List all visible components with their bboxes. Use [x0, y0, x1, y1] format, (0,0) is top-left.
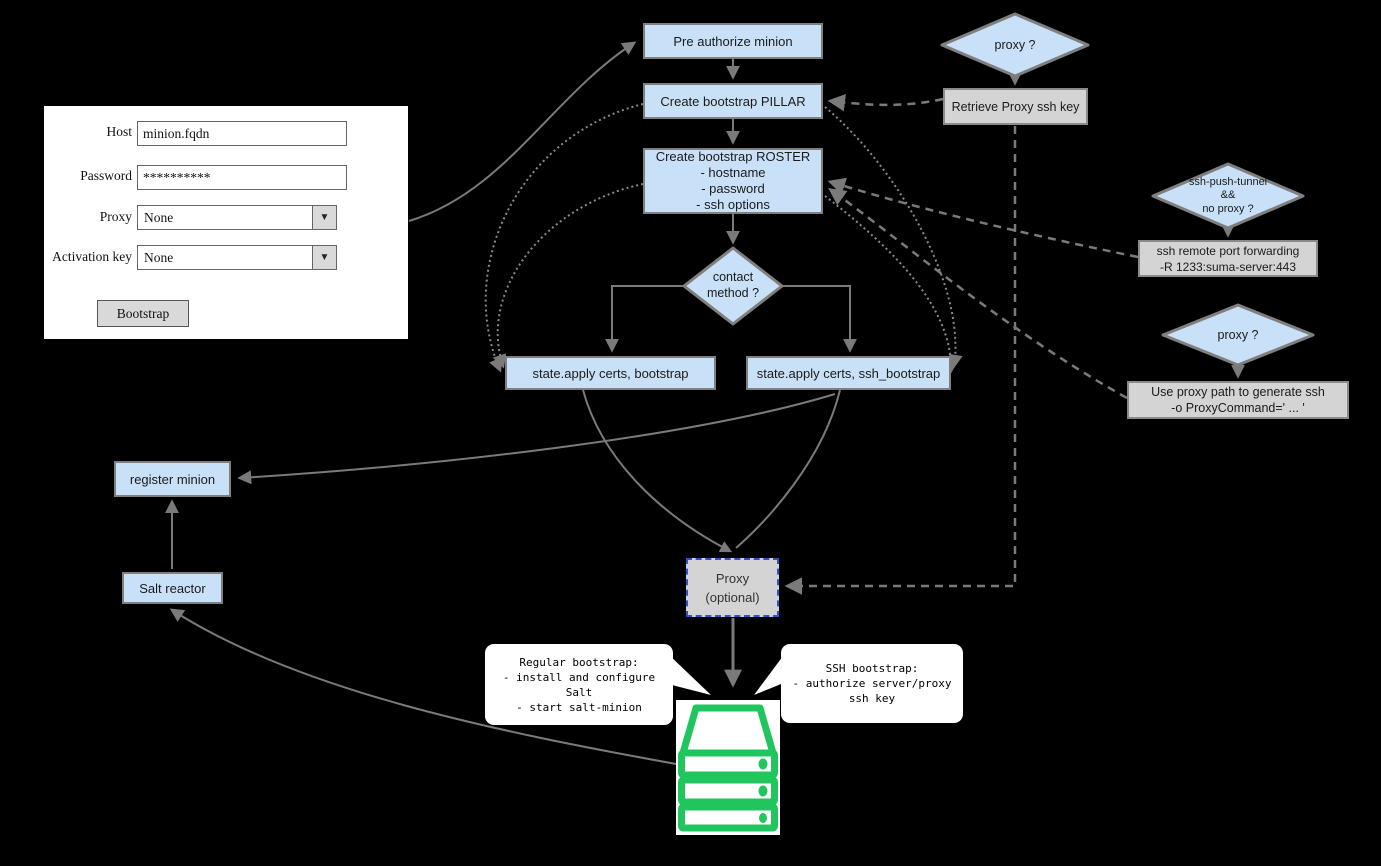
- host-label: Host: [106, 124, 132, 139]
- box-use-proxy-path: Use proxy path to generate ssh -o ProxyC…: [1127, 381, 1349, 419]
- decision-contact-method-label: contact method ?: [684, 252, 782, 318]
- proxy-label: Proxy: [99, 209, 132, 224]
- connector-state-bootstrap-to-proxy: [582, 389, 733, 553]
- server-led: [759, 813, 767, 823]
- decision-ssh-push-tunnel-label: ssh-push-tunnel && no proxy ?: [1150, 168, 1306, 224]
- node-create-bootstrap-pillar: Create bootstrap PILLAR: [643, 83, 823, 119]
- connector-state-ssh-to-proxy: [735, 389, 841, 549]
- contact-line: contact: [712, 270, 754, 284]
- connector-contact-to-state-ssh: [782, 285, 857, 353]
- decision-contact-method-shape: [682, 246, 784, 326]
- decision-proxy-top-label: proxy ?: [994, 38, 1036, 52]
- box-retrieve-proxy-ssh-key: Retrieve Proxy ssh key: [943, 88, 1088, 125]
- bubble-line: SSH bootstrap:: [825, 662, 919, 675]
- proxy-optional-line: Proxy: [715, 570, 750, 586]
- host-input[interactable]: [137, 121, 347, 146]
- connector-retrieve-to-pillar-dashed: [827, 93, 944, 112]
- connector-roster-to-state-ssh-dotted: [824, 195, 959, 374]
- minion-server: [676, 700, 780, 835]
- box-ssh-remote-port-forwarding: ssh remote port forwarding -R 1233:suma-…: [1138, 240, 1318, 277]
- bubble-line: Regular bootstrap:: [519, 655, 639, 669]
- use-proxy-line: Use proxy path to generate ssh: [1151, 385, 1325, 399]
- activation-key-select-value: None: [144, 249, 174, 265]
- connector-portforward-to-roster-dashed: [827, 177, 1139, 259]
- server-slot: [678, 749, 778, 779]
- node-register-minion: register minion: [114, 461, 231, 497]
- bubble-line: ssh key: [848, 692, 896, 705]
- bubble-line: - install and configure: [502, 670, 656, 684]
- use-proxy-line: -o ProxyCommand=' ... ': [1171, 401, 1305, 415]
- dropdown-arrow-icon[interactable]: ▼: [312, 246, 336, 269]
- roster-item: - hostname: [700, 165, 766, 180]
- connector-pillar-to-state-bootstrap-dotted: [484, 103, 644, 373]
- connector-server-to-reactor: [169, 608, 677, 765]
- server-led: [758, 785, 768, 797]
- password-label: Password: [80, 168, 132, 183]
- activation-key-label: Activation key: [52, 249, 132, 264]
- ssh-bubble-tail: [754, 652, 786, 695]
- dropdown-arrow-icon[interactable]: ▼: [312, 206, 336, 229]
- node-create-bootstrap-roster: Create bootstrap ROSTER - hostname - pas…: [643, 148, 823, 214]
- decision-proxy-right-shape: [1161, 303, 1315, 367]
- regular-bootstrap-bubble: Regular bootstrap: - install and configu…: [485, 644, 673, 725]
- server-icon: [678, 704, 778, 832]
- roster-item: - password: [701, 181, 765, 196]
- port-forwarding-line: ssh remote port forwarding: [1156, 243, 1300, 258]
- contact-line: method ?: [706, 286, 760, 300]
- server-led: [758, 758, 768, 770]
- bubble-line: - authorize server/proxy: [792, 677, 952, 690]
- connector-useproxy-to-roster-dashed: [828, 187, 1128, 400]
- activation-key-select[interactable]: None ▼: [137, 245, 337, 270]
- proxy-select[interactable]: None ▼: [137, 205, 337, 230]
- password-input[interactable]: [137, 165, 347, 190]
- bootstrap-button[interactable]: Bootstrap: [97, 300, 189, 327]
- decision-proxy-top-shape: [940, 12, 1090, 78]
- decision-proxy-right-label: proxy ?: [1217, 328, 1259, 342]
- node-salt-reactor: Salt reactor: [122, 572, 223, 604]
- box-proxy-optional: Proxy (optional): [686, 558, 779, 617]
- connector-form-to-preauthorize: [408, 41, 637, 222]
- server-slot: [678, 803, 778, 832]
- proxy-select-value: None: [144, 209, 174, 225]
- ssh-push-line: ssh-push-tunnel: [1188, 175, 1268, 188]
- bootstrap-form: Host Password Proxy None ▼ Activation ke…: [44, 106, 408, 339]
- proxy-optional-line: (optional): [705, 589, 760, 605]
- ssh-push-line: no proxy ?: [1202, 202, 1254, 215]
- decision-ssh-push-tunnel-shape: [1151, 162, 1305, 230]
- server-top: [679, 704, 777, 757]
- ssh-push-line: &&: [1220, 189, 1236, 202]
- regular-bubble-tail: [668, 654, 711, 695]
- connector-pillar-to-state-ssh-dotted: [824, 106, 963, 369]
- roster-item: - ssh options: [696, 197, 770, 212]
- server-slot: [678, 776, 778, 806]
- node-state-apply-bootstrap: state.apply certs, bootstrap: [505, 356, 716, 390]
- connector-state-ssh-to-register: [237, 393, 836, 485]
- node-state-apply-ssh-bootstrap: state.apply certs, ssh_bootstrap: [746, 356, 951, 390]
- bubble-line: Salt: [565, 685, 593, 699]
- port-forwarding-line: -R 1233:suma-server:443: [1159, 259, 1297, 274]
- node-pre-authorize-minion: Pre authorize minion: [643, 23, 823, 59]
- bubble-line: - start salt-minion: [516, 700, 642, 714]
- roster-title: Create bootstrap ROSTER: [655, 149, 811, 164]
- ssh-bootstrap-bubble: SSH bootstrap: - authorize server/proxy …: [781, 644, 963, 723]
- connector-contact-to-state-bootstrap: [605, 285, 684, 353]
- connector-roster-to-state-bootstrap-dotted: [492, 183, 644, 369]
